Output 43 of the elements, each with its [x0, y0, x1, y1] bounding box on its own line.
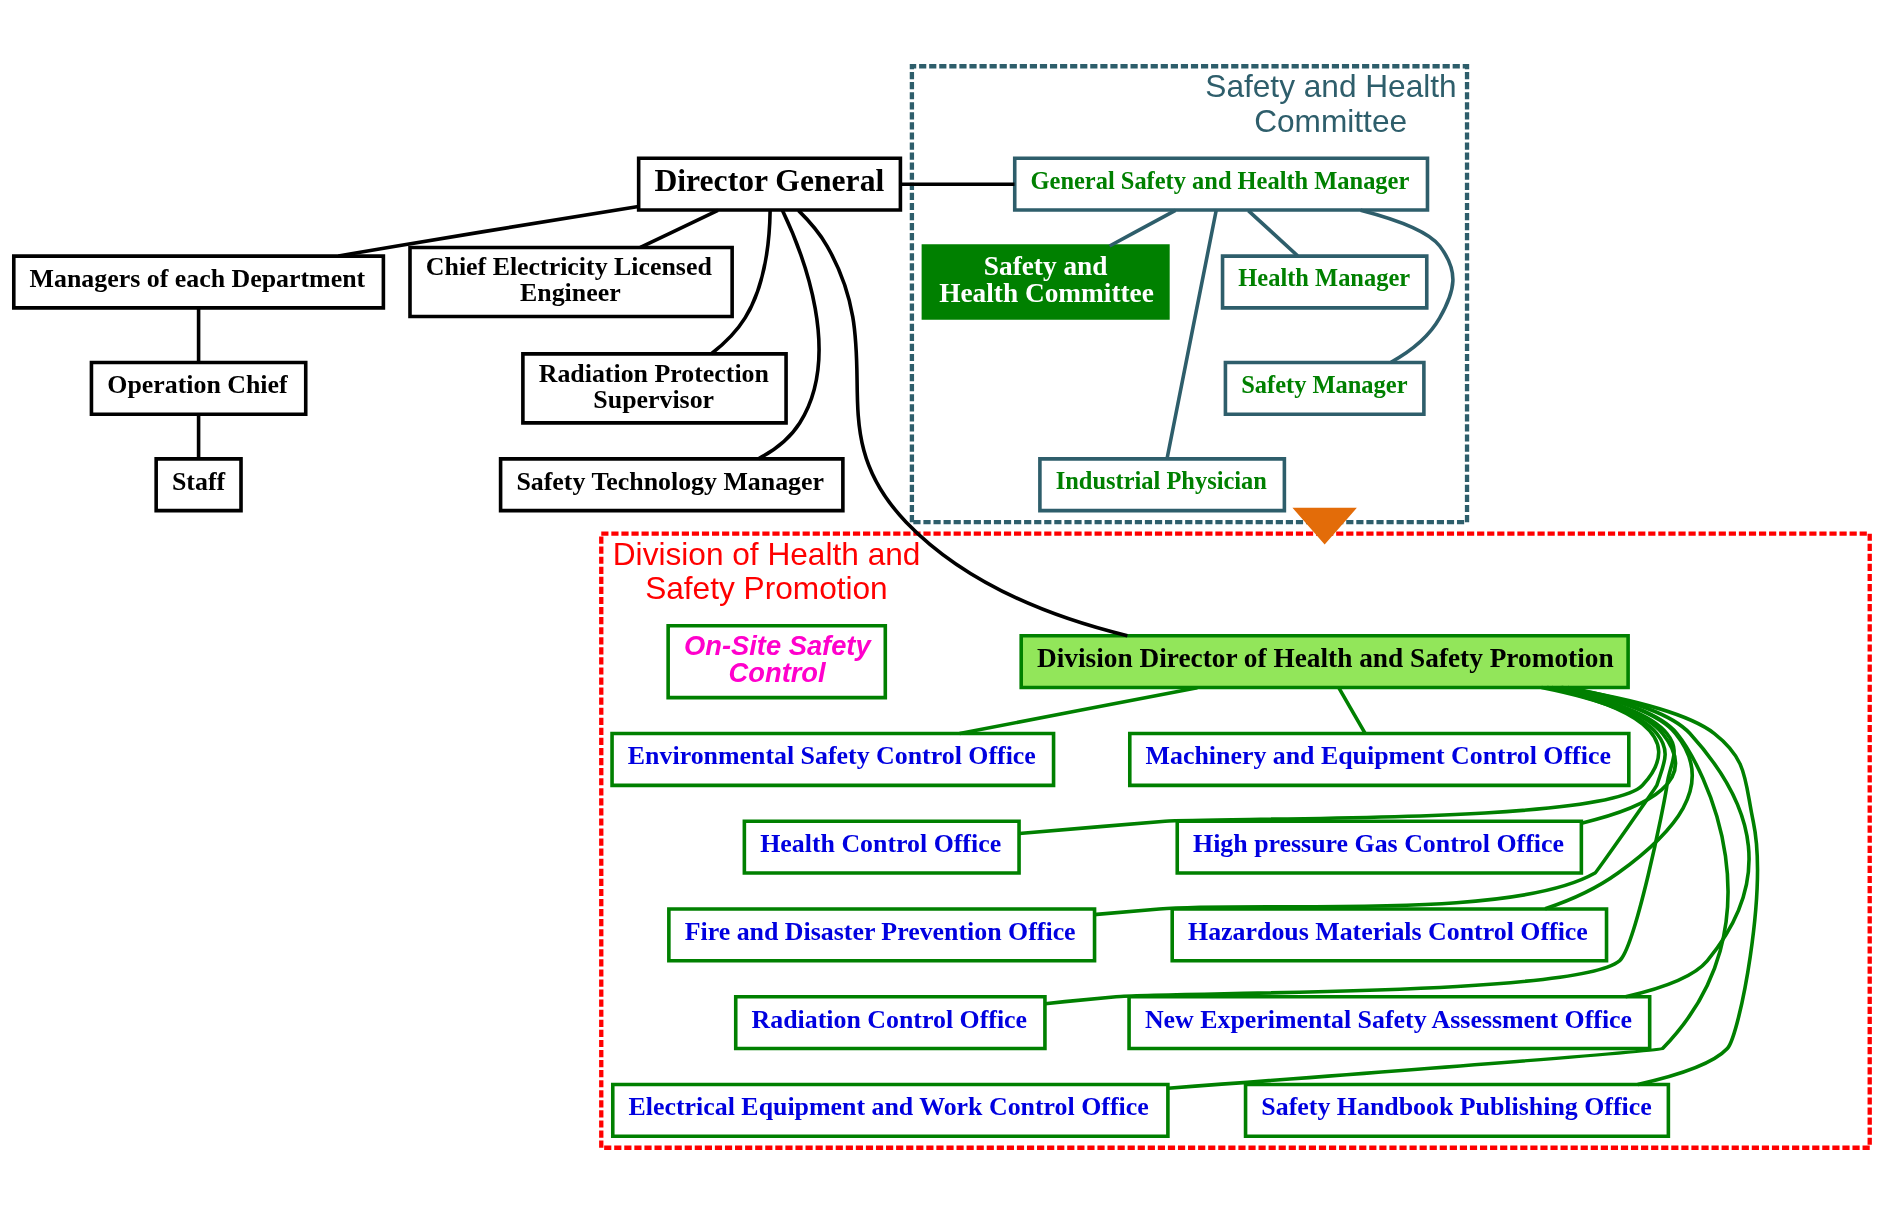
connector	[1019, 685, 1661, 836]
node-box: Division Director of Health and Safety Promotion	[1019, 633, 1630, 690]
node-box: Safety Technology Manager	[498, 457, 845, 513]
node-box: Operation Chief	[89, 360, 308, 417]
connector	[1567, 685, 1751, 999]
connector	[1561, 685, 1759, 1087]
connector	[1044, 685, 1676, 1006]
node-box: On-Site Safety Control	[666, 623, 888, 700]
node-box: General Safety and Health Manager	[1012, 156, 1430, 212]
connector	[196, 307, 201, 362]
node-box: Director General	[636, 156, 903, 212]
connector	[196, 414, 201, 459]
node-box: Managers of each Department	[11, 254, 386, 310]
node-box: Machinery and Equipment Control Office	[1128, 731, 1631, 788]
node-box: Safety Handbook Publishing Office	[1243, 1082, 1671, 1139]
node-box: Safety and Health Committee	[921, 244, 1170, 320]
arrow	[1292, 507, 1357, 545]
node-box: New Experimental Safety Assessment Office	[1127, 994, 1652, 1051]
node-box: Hazardous Materials Control Office	[1170, 907, 1609, 963]
connector	[1337, 687, 1367, 734]
node-box: Health Control Office	[742, 819, 1021, 875]
node-box: Electrical Equipment and Work Control Office	[610, 1082, 1170, 1139]
connector	[1165, 210, 1218, 460]
node-box: Chief Electricity Licensed Engineer	[408, 245, 734, 319]
node-box: Fire and Disaster Prevention Office	[667, 907, 1097, 963]
node-box: Industrial Physician	[1038, 457, 1287, 513]
connector	[797, 209, 1128, 638]
node-box: Radiation Control Office	[733, 994, 1047, 1051]
connector	[900, 182, 1015, 186]
connector	[1094, 685, 1667, 917]
connector	[1547, 685, 1678, 825]
node-box: Staff	[154, 457, 243, 513]
connector	[639, 208, 719, 249]
connector	[1544, 685, 1694, 911]
connector	[338, 204, 639, 258]
node-box: Safety Manager	[1223, 360, 1426, 417]
node-box: Health Manager	[1220, 254, 1429, 310]
node-box: Radiation Protection Supervisor	[521, 352, 788, 425]
connector	[1247, 209, 1299, 258]
connector	[1360, 208, 1455, 364]
connector	[1108, 208, 1177, 248]
node-box: Environmental Safety Control Office	[610, 731, 1056, 788]
node-box: High pressure Gas Control Office	[1175, 819, 1584, 875]
